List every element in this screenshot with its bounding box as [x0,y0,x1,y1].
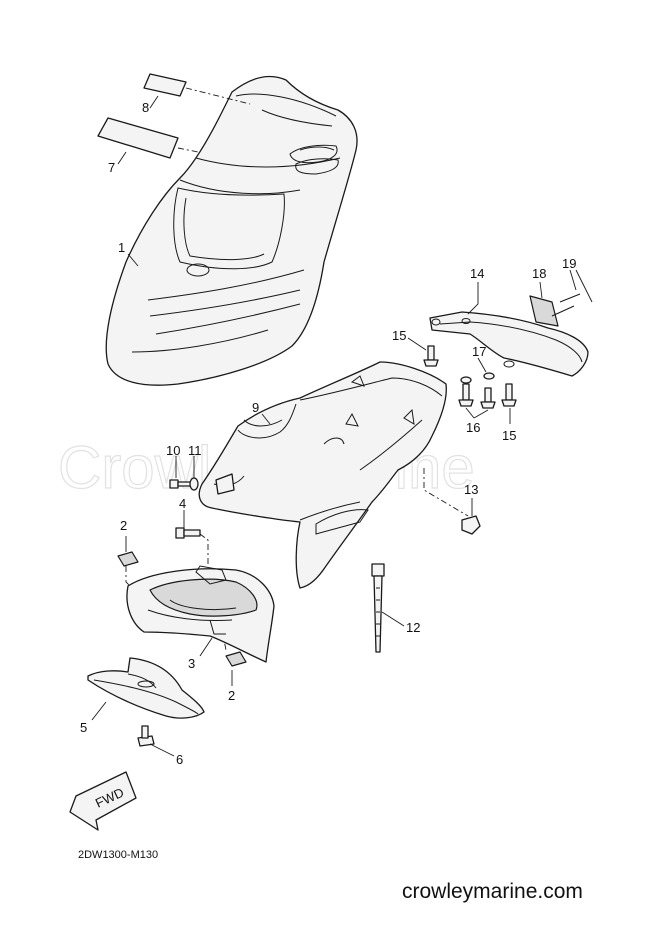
callout-1: 1 [118,240,125,255]
callout-7: 7 [108,160,115,175]
pin-19a [559,293,581,303]
washer-11 [189,477,199,491]
callout-15b: 15 [502,428,516,443]
callout-12: 12 [406,620,420,635]
callout-19: 19 [562,256,576,271]
bolt-4 [175,527,201,539]
bolt-15a [423,345,439,367]
lower-housing-3 [126,565,275,663]
callout-9: 9 [252,400,259,415]
cable-tie-12 [371,563,385,653]
bolt-16b [480,387,496,409]
plate-5 [87,657,205,719]
callout-5: 5 [80,720,87,735]
site-url: crowleymarine.com [402,880,583,903]
washer-17a [460,376,472,384]
callout-3: 3 [188,656,195,671]
callout-4: 4 [179,496,186,511]
decal-8 [143,73,187,97]
inner-panel-9 [198,361,447,589]
bolt-15b [501,383,517,407]
washer-17b [483,372,495,380]
fwd-arrow: FWD [69,771,137,831]
callout-15a: 15 [392,328,406,343]
hood-cover [105,75,358,386]
callout-2b: 2 [228,688,235,703]
callout-10: 10 [166,443,180,458]
clip-2b [225,651,247,667]
callout-13: 13 [464,482,478,497]
nut-13 [461,515,481,535]
decal-7 [97,117,179,159]
callout-8: 8 [142,100,149,115]
clip-2a [117,551,139,567]
callout-6: 6 [176,752,183,767]
callout-2a: 2 [120,518,127,533]
drawing-code: 2DW1300-M130 [78,849,158,861]
pin-19b [551,305,575,317]
plate-18 [529,295,559,327]
callout-16: 16 [466,420,480,435]
callout-14: 14 [470,266,484,281]
leader-lines [91,95,593,757]
callouts: 1 7 8 2 4 10 11 9 3 2 5 6 12 13 14 18 19… [80,100,576,767]
callout-11: 11 [188,443,202,458]
bolt-16a [458,383,474,407]
bolt-6 [137,725,155,747]
callout-17: 17 [472,344,486,359]
bracket-14 [429,311,589,377]
callout-18: 18 [532,266,546,281]
